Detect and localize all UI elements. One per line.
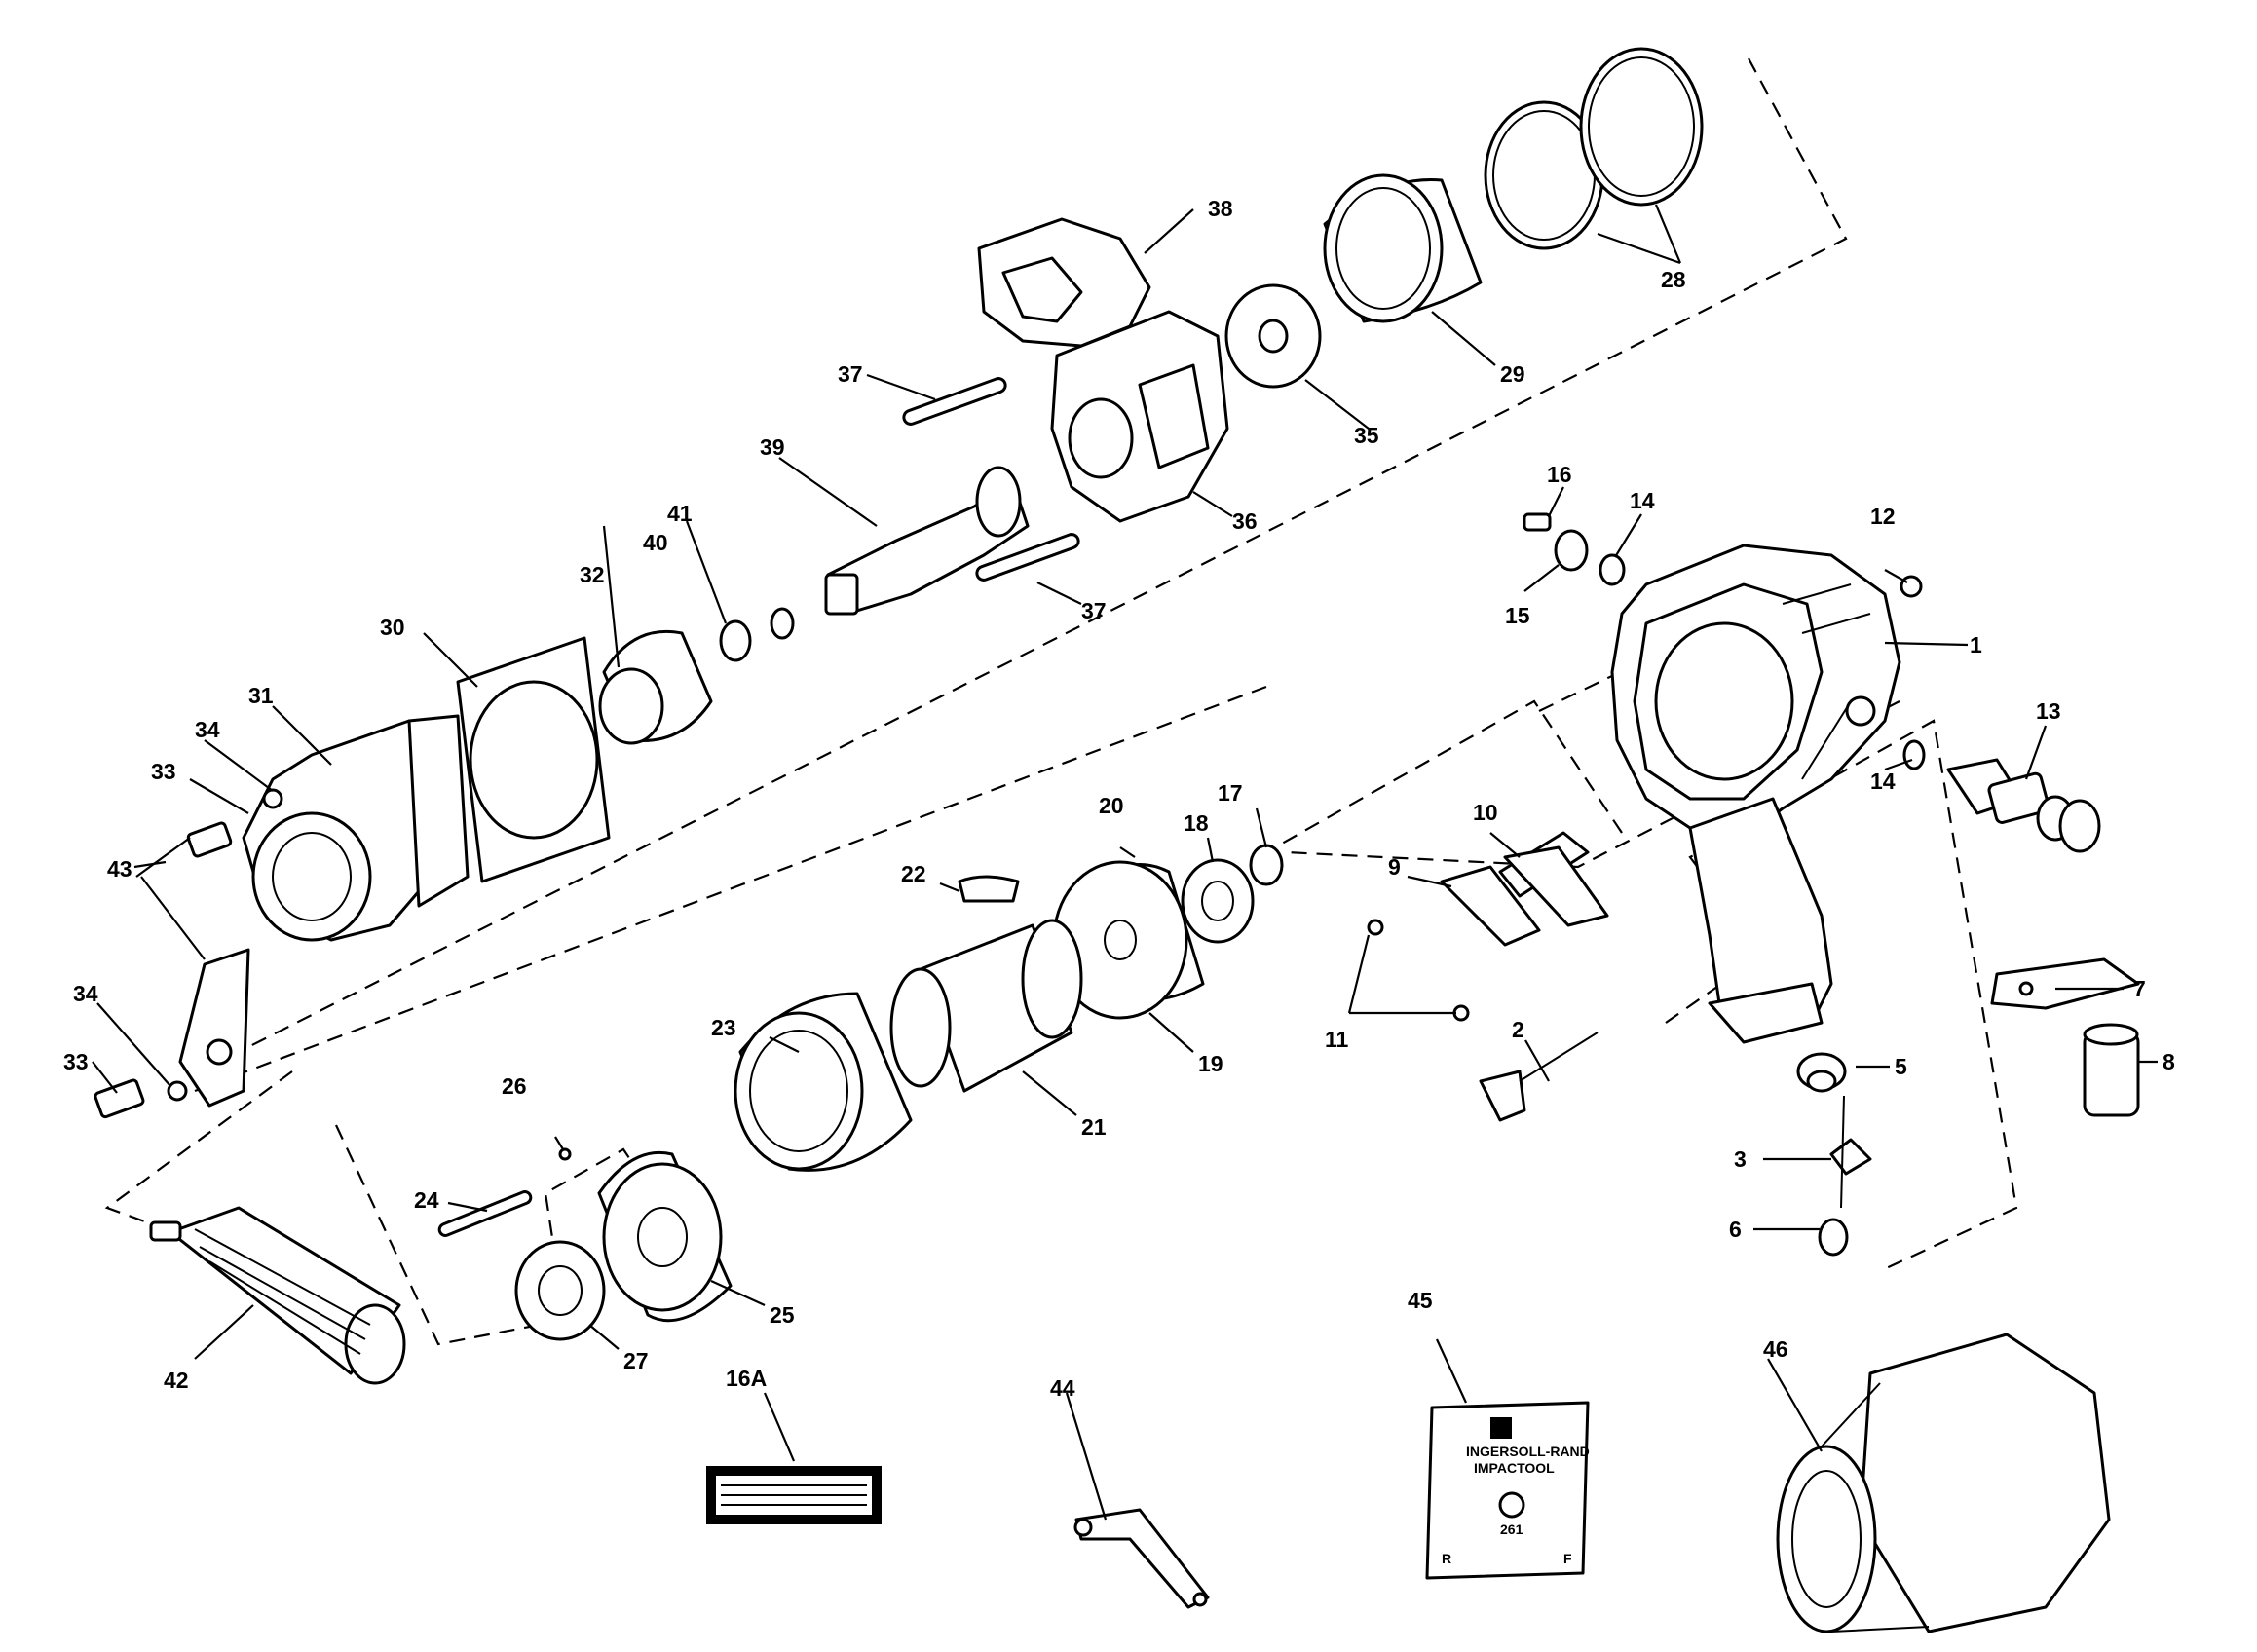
callout-42: 42 [164, 1368, 189, 1393]
callout-11: 11 [1325, 1027, 1349, 1052]
trigger-parts [1367, 831, 1609, 1122]
boot-part-46 [1776, 1333, 2111, 1633]
callout-43: 43 [107, 856, 132, 882]
small-parts-upper-right [1523, 512, 1926, 770]
callout-12: 12 [1870, 504, 1896, 529]
callout-29: 29 [1500, 361, 1525, 387]
callout-6: 6 [1729, 1217, 1742, 1242]
callout-14-upper: 14 [1630, 488, 1655, 513]
callout-40: 40 [643, 530, 668, 555]
callout-7: 7 [2133, 976, 2146, 1001]
callout-16a: 16A [726, 1366, 767, 1391]
callout-34-lower: 34 [73, 981, 98, 1006]
callout-45: 45 [1408, 1288, 1433, 1313]
callout-38: 38 [1208, 196, 1233, 221]
callout-19: 19 [1198, 1051, 1223, 1076]
callout-41: 41 [667, 501, 693, 526]
nameplate-brand: INGERSOLL-RAND [1466, 1444, 1590, 1459]
anvil-group [719, 377, 1080, 662]
callout-9: 9 [1388, 854, 1401, 880]
callout-23: 23 [711, 1015, 736, 1040]
callout-33-lower: 33 [63, 1049, 89, 1074]
callout-33-upper: 33 [151, 759, 176, 784]
callout-37-lower: 37 [1081, 598, 1107, 623]
callout-27: 27 [623, 1348, 649, 1373]
callout-13: 13 [2036, 698, 2061, 724]
fastener-group-left [94, 788, 283, 1119]
callout-8: 8 [2163, 1049, 2175, 1074]
nameplate-forward: F [1563, 1551, 1572, 1566]
front-housing-group [242, 629, 713, 942]
callout-46: 46 [1763, 1336, 1788, 1362]
callout-25: 25 [770, 1302, 795, 1328]
callout-37-upper: 37 [838, 361, 863, 387]
callout-35: 35 [1354, 423, 1379, 448]
callout-5: 5 [1895, 1054, 1907, 1079]
callout-24: 24 [414, 1187, 439, 1213]
nameplate-part-45: INGERSOLL-RAND IMPACTOOL 261 R F [1425, 1401, 1590, 1580]
callout-20: 20 [1099, 793, 1124, 818]
callout-32: 32 [580, 562, 605, 587]
leader-lines [92, 204, 2158, 1521]
nameplate-model: 261 [1500, 1521, 1523, 1537]
nameplate-reverse: R [1442, 1551, 1451, 1566]
callout-labels: 1 2 3 5 6 7 8 9 10 11 12 13 14 14 15 16 … [63, 196, 2175, 1401]
throttle-parts [1796, 957, 2140, 1257]
callout-15: 15 [1505, 603, 1530, 628]
label-plate-16a [706, 1466, 882, 1524]
callout-44: 44 [1050, 1375, 1075, 1401]
callout-34-upper: 34 [195, 717, 220, 742]
callout-2: 2 [1512, 1017, 1524, 1042]
callout-3: 3 [1734, 1146, 1747, 1172]
callout-16: 16 [1547, 462, 1572, 487]
callout-17: 17 [1218, 780, 1243, 806]
callout-26: 26 [502, 1073, 527, 1099]
callout-30: 30 [380, 615, 405, 640]
motor-group [437, 844, 1284, 1341]
reverse-valve-part-13 [1946, 758, 2101, 853]
callout-31: 31 [248, 683, 274, 708]
callout-28: 28 [1661, 267, 1686, 292]
callout-22: 22 [901, 861, 926, 886]
handle-grip-part-42 [149, 1206, 406, 1385]
hammer-group [977, 47, 1704, 523]
nameplate-product: IMPACTOOL [1474, 1460, 1555, 1476]
housing-part-1 [1610, 544, 1901, 1044]
callout-14-lower: 14 [1870, 769, 1896, 794]
callout-18: 18 [1184, 810, 1209, 836]
callout-39: 39 [760, 434, 785, 460]
bracket-part-44 [1073, 1508, 1210, 1609]
callout-21: 21 [1081, 1114, 1107, 1140]
callout-1: 1 [1970, 632, 1982, 657]
callout-36: 36 [1232, 508, 1258, 534]
callout-10: 10 [1473, 800, 1498, 825]
